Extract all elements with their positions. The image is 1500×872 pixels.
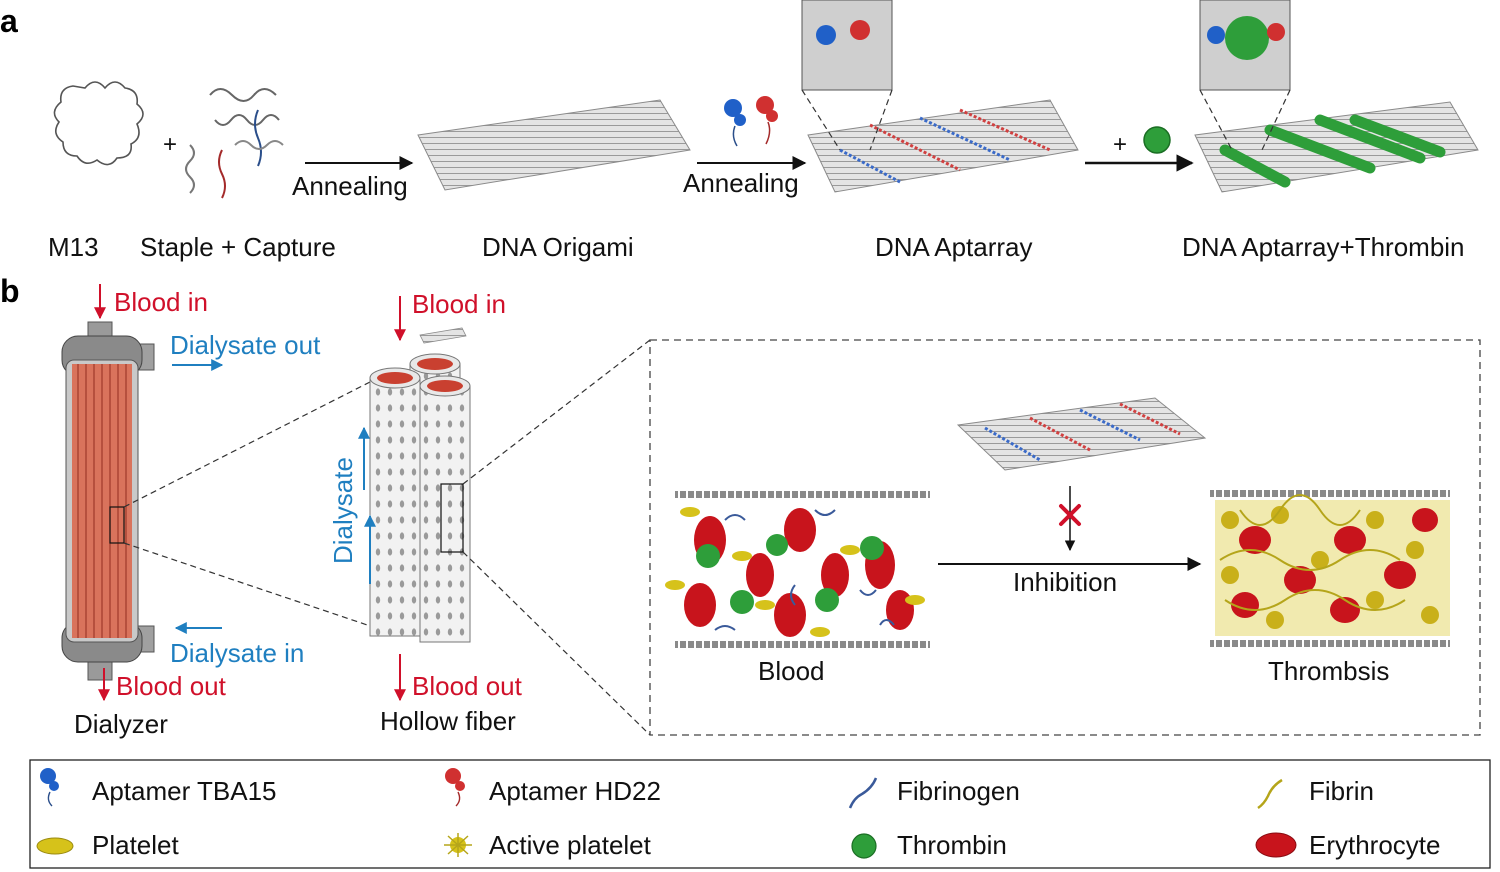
label-dna-origami: DNA Origami [482, 232, 634, 262]
legend-aptamer-tba15: Aptamer TBA15 [92, 776, 277, 806]
free-aptamers [724, 96, 778, 147]
dna-origami-sheet [417, 99, 691, 191]
blood-membrane-bottom [675, 641, 930, 649]
panel-b-label: b [0, 273, 20, 309]
thrombsis-label: Thrombsis [1268, 656, 1389, 686]
thrombsis-membrane-bottom [1210, 639, 1450, 647]
legend-active-platelet: Active platelet [489, 830, 652, 860]
fibrinogen-icon [848, 777, 878, 809]
dialyzer-label: Dialyzer [74, 709, 168, 739]
zoom-box-aptarray [801, 0, 893, 91]
legend-thrombin: Thrombin [897, 830, 1007, 860]
legend-erythrocyte: Erythrocyte [1309, 830, 1441, 860]
label-dna-aptarray-thrombin: DNA Aptarray+Thrombin [1182, 232, 1465, 262]
dialysate-out: Dialysate out [170, 330, 321, 360]
platelet-icon [36, 837, 74, 855]
active-platelet-icon [444, 833, 472, 857]
erythrocyte-icon [1255, 832, 1297, 858]
fibrin-icon [1257, 778, 1283, 810]
m13-scaffold [53, 81, 144, 166]
label-staple-capture: Staple + Capture [140, 232, 336, 262]
dialysate-in: Dialysate in [170, 638, 304, 668]
thrombin-molecule [1143, 126, 1171, 154]
hollow-fibers [369, 353, 471, 643]
thrombsis-contents [1215, 494, 1450, 636]
dialyzer-device [61, 321, 155, 681]
legend-fibrin: Fibrin [1309, 776, 1374, 806]
aptamer-tba15-icon [40, 768, 59, 807]
annealing-label-1: Annealing [292, 171, 408, 201]
annealing-label-2: Annealing [683, 168, 799, 198]
dialysate-label: Dialysate [328, 457, 358, 564]
thrombin-icon [851, 833, 877, 859]
detail-box [649, 339, 1481, 736]
legend-aptamer-hd22: Aptamer HD22 [489, 776, 661, 806]
blood-membrane-top [675, 491, 930, 499]
small-origami [419, 327, 467, 344]
legend-box [29, 759, 1491, 869]
aptamer-rows [839, 108, 1051, 184]
fiber-blood-in: Blood in [412, 289, 506, 319]
thrombsis-membrane-top [1210, 489, 1450, 497]
staple-strands [185, 88, 284, 199]
panel-a-label: a [0, 3, 18, 39]
plus-sign-2: + [1113, 131, 1127, 158]
bound-thrombin-rows [1219, 114, 1446, 188]
plus-sign-1: + [163, 131, 177, 158]
label-m13: M13 [48, 232, 99, 262]
legend-fibrinogen: Fibrinogen [897, 776, 1020, 806]
aptamer-hd22-icon [445, 768, 465, 807]
dialyzer-blood-out: Blood out [116, 671, 227, 701]
hollow-fiber-label: Hollow fiber [380, 706, 516, 736]
inhibition-label: Inhibition [1013, 567, 1117, 597]
fiber-blood-out: Blood out [412, 671, 523, 701]
blood-contents [665, 507, 925, 637]
inhibit-cross [1059, 504, 1081, 526]
legend-platelet: Platelet [92, 830, 179, 860]
label-dna-aptarray: DNA Aptarray [875, 232, 1033, 262]
blood-label: Blood [758, 656, 825, 686]
dialyzer-blood-in: Blood in [114, 287, 208, 317]
